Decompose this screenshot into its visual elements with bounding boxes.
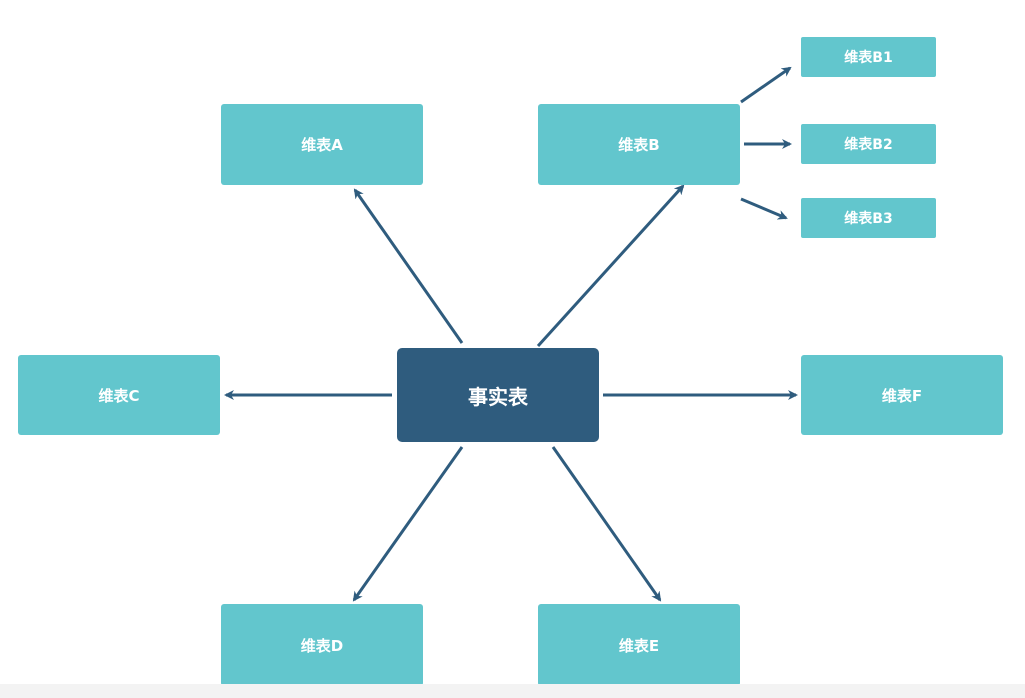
dimension-table-d-node[interactable]: 维表D	[221, 604, 423, 686]
dimension-table-e-label: 维表E	[618, 636, 660, 655]
dimension-table-a-node[interactable]: 维表A	[221, 104, 423, 185]
arrow-fact-to-a	[353, 188, 464, 344]
bottom-strip	[0, 684, 1025, 698]
dimension-table-e-node[interactable]: 维表E	[538, 604, 740, 686]
arrow-fact-to-b	[536, 184, 685, 348]
arrow-fact-to-e	[551, 446, 662, 602]
dimension-table-b-label: 维表B	[618, 136, 660, 154]
dimension-table-c-node[interactable]: 维表C	[18, 355, 220, 435]
dimension-table-b3-node[interactable]: 维表B3	[801, 198, 936, 238]
dimension-table-b3-label: 维表B3	[844, 211, 893, 227]
fact-table-label: 事实表	[468, 384, 528, 409]
arrow-b-to-b3	[740, 197, 788, 220]
dimension-table-b1-node[interactable]: 维表B1	[801, 37, 936, 77]
arrow-b-to-b1	[740, 66, 792, 104]
dimension-table-f-label: 维表F	[881, 386, 923, 405]
fact-table-node[interactable]: 事实表	[397, 348, 599, 442]
edges-group	[224, 66, 798, 602]
dimension-table-d-label: 维表D	[300, 636, 344, 655]
dimension-table-c-label: 维表C	[98, 386, 140, 405]
dimension-table-b2-label: 维表B2	[844, 137, 893, 153]
dimension-table-a-label: 维表A	[301, 136, 343, 154]
arrow-fact-to-d	[352, 446, 464, 602]
dimension-table-b1-label: 维表B1	[844, 50, 893, 66]
dimension-table-b2-node[interactable]: 维表B2	[801, 124, 936, 164]
dimension-table-b-node[interactable]: 维表B	[538, 104, 740, 185]
dimension-table-f-node[interactable]: 维表F	[801, 355, 1003, 435]
